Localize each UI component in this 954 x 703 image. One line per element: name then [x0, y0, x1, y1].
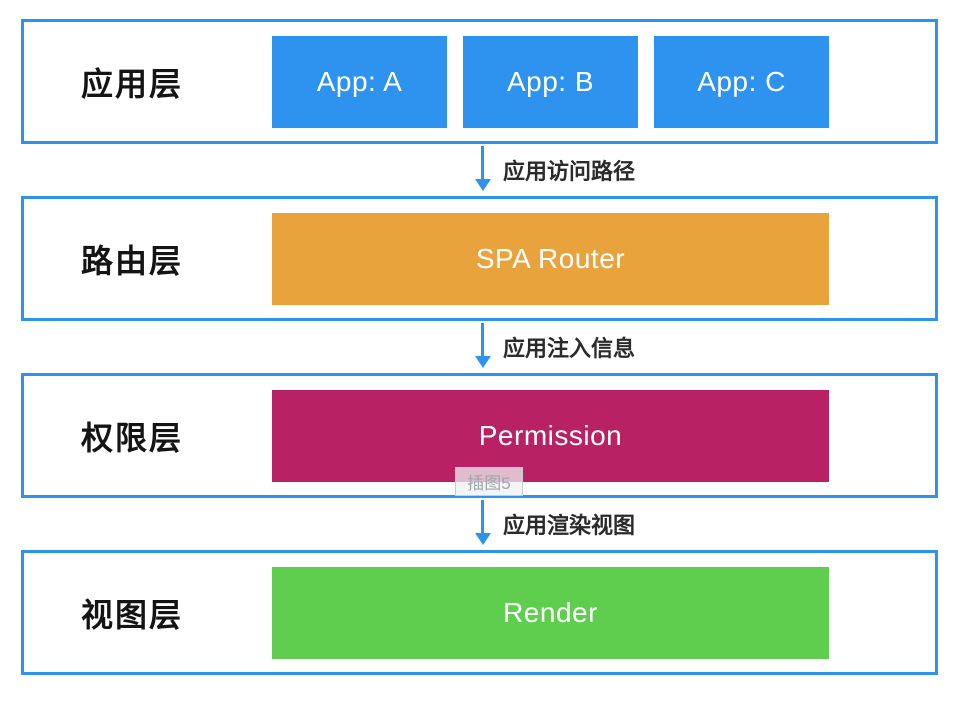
permission-box: Permission: [272, 389, 829, 482]
layer-permission: 权限层 Permission: [21, 373, 938, 498]
app-c-box: App: C: [654, 35, 829, 128]
app-a-box: App: A: [272, 35, 447, 128]
permission-label: Permission: [478, 419, 623, 451]
arrow-down-icon: [481, 323, 484, 357]
arrow-down-icon: [481, 500, 484, 534]
render-label: Render: [503, 596, 598, 628]
spa-router-box: SPA Router: [272, 212, 829, 305]
watermark-label: 插图5: [467, 474, 511, 493]
arrow-down-icon: [475, 179, 491, 191]
arrow-down-icon: [475, 356, 491, 368]
view-boxes: Render: [272, 566, 829, 659]
layer-view: 视图层 Render: [21, 550, 938, 675]
layer-label: 权限层: [81, 419, 184, 456]
app-b-label: App: B: [506, 65, 595, 97]
connector-render-view: 应用渲染视图: [21, 498, 938, 550]
app-b-box: App: B: [463, 35, 638, 128]
connector-label: 应用渲染视图: [503, 513, 636, 538]
watermark-badge: 插图5: [455, 467, 523, 496]
render-box: Render: [272, 566, 829, 659]
layer-application: 应用层 App: A App: B App: C: [21, 19, 938, 144]
layer-label: 应用层: [81, 65, 184, 102]
layer-label: 视图层: [81, 596, 184, 633]
app-a-label: App: A: [316, 65, 403, 97]
layer-label: 路由层: [81, 242, 184, 279]
spa-router-label: SPA Router: [475, 242, 626, 274]
application-boxes: App: A App: B App: C: [272, 35, 829, 128]
arrow-down-icon: [475, 533, 491, 545]
connector-label: 应用访问路径: [503, 159, 636, 184]
arrow-down-icon: [481, 146, 484, 180]
connector-access-path: 应用访问路径: [21, 144, 938, 196]
app-c-label: App: C: [697, 65, 786, 97]
layer-router: 路由层 SPA Router: [21, 196, 938, 321]
permission-boxes: Permission: [272, 389, 829, 482]
connector-label: 应用注入信息: [503, 336, 636, 361]
router-boxes: SPA Router: [272, 212, 829, 305]
connector-inject-info: 应用注入信息: [21, 321, 938, 373]
